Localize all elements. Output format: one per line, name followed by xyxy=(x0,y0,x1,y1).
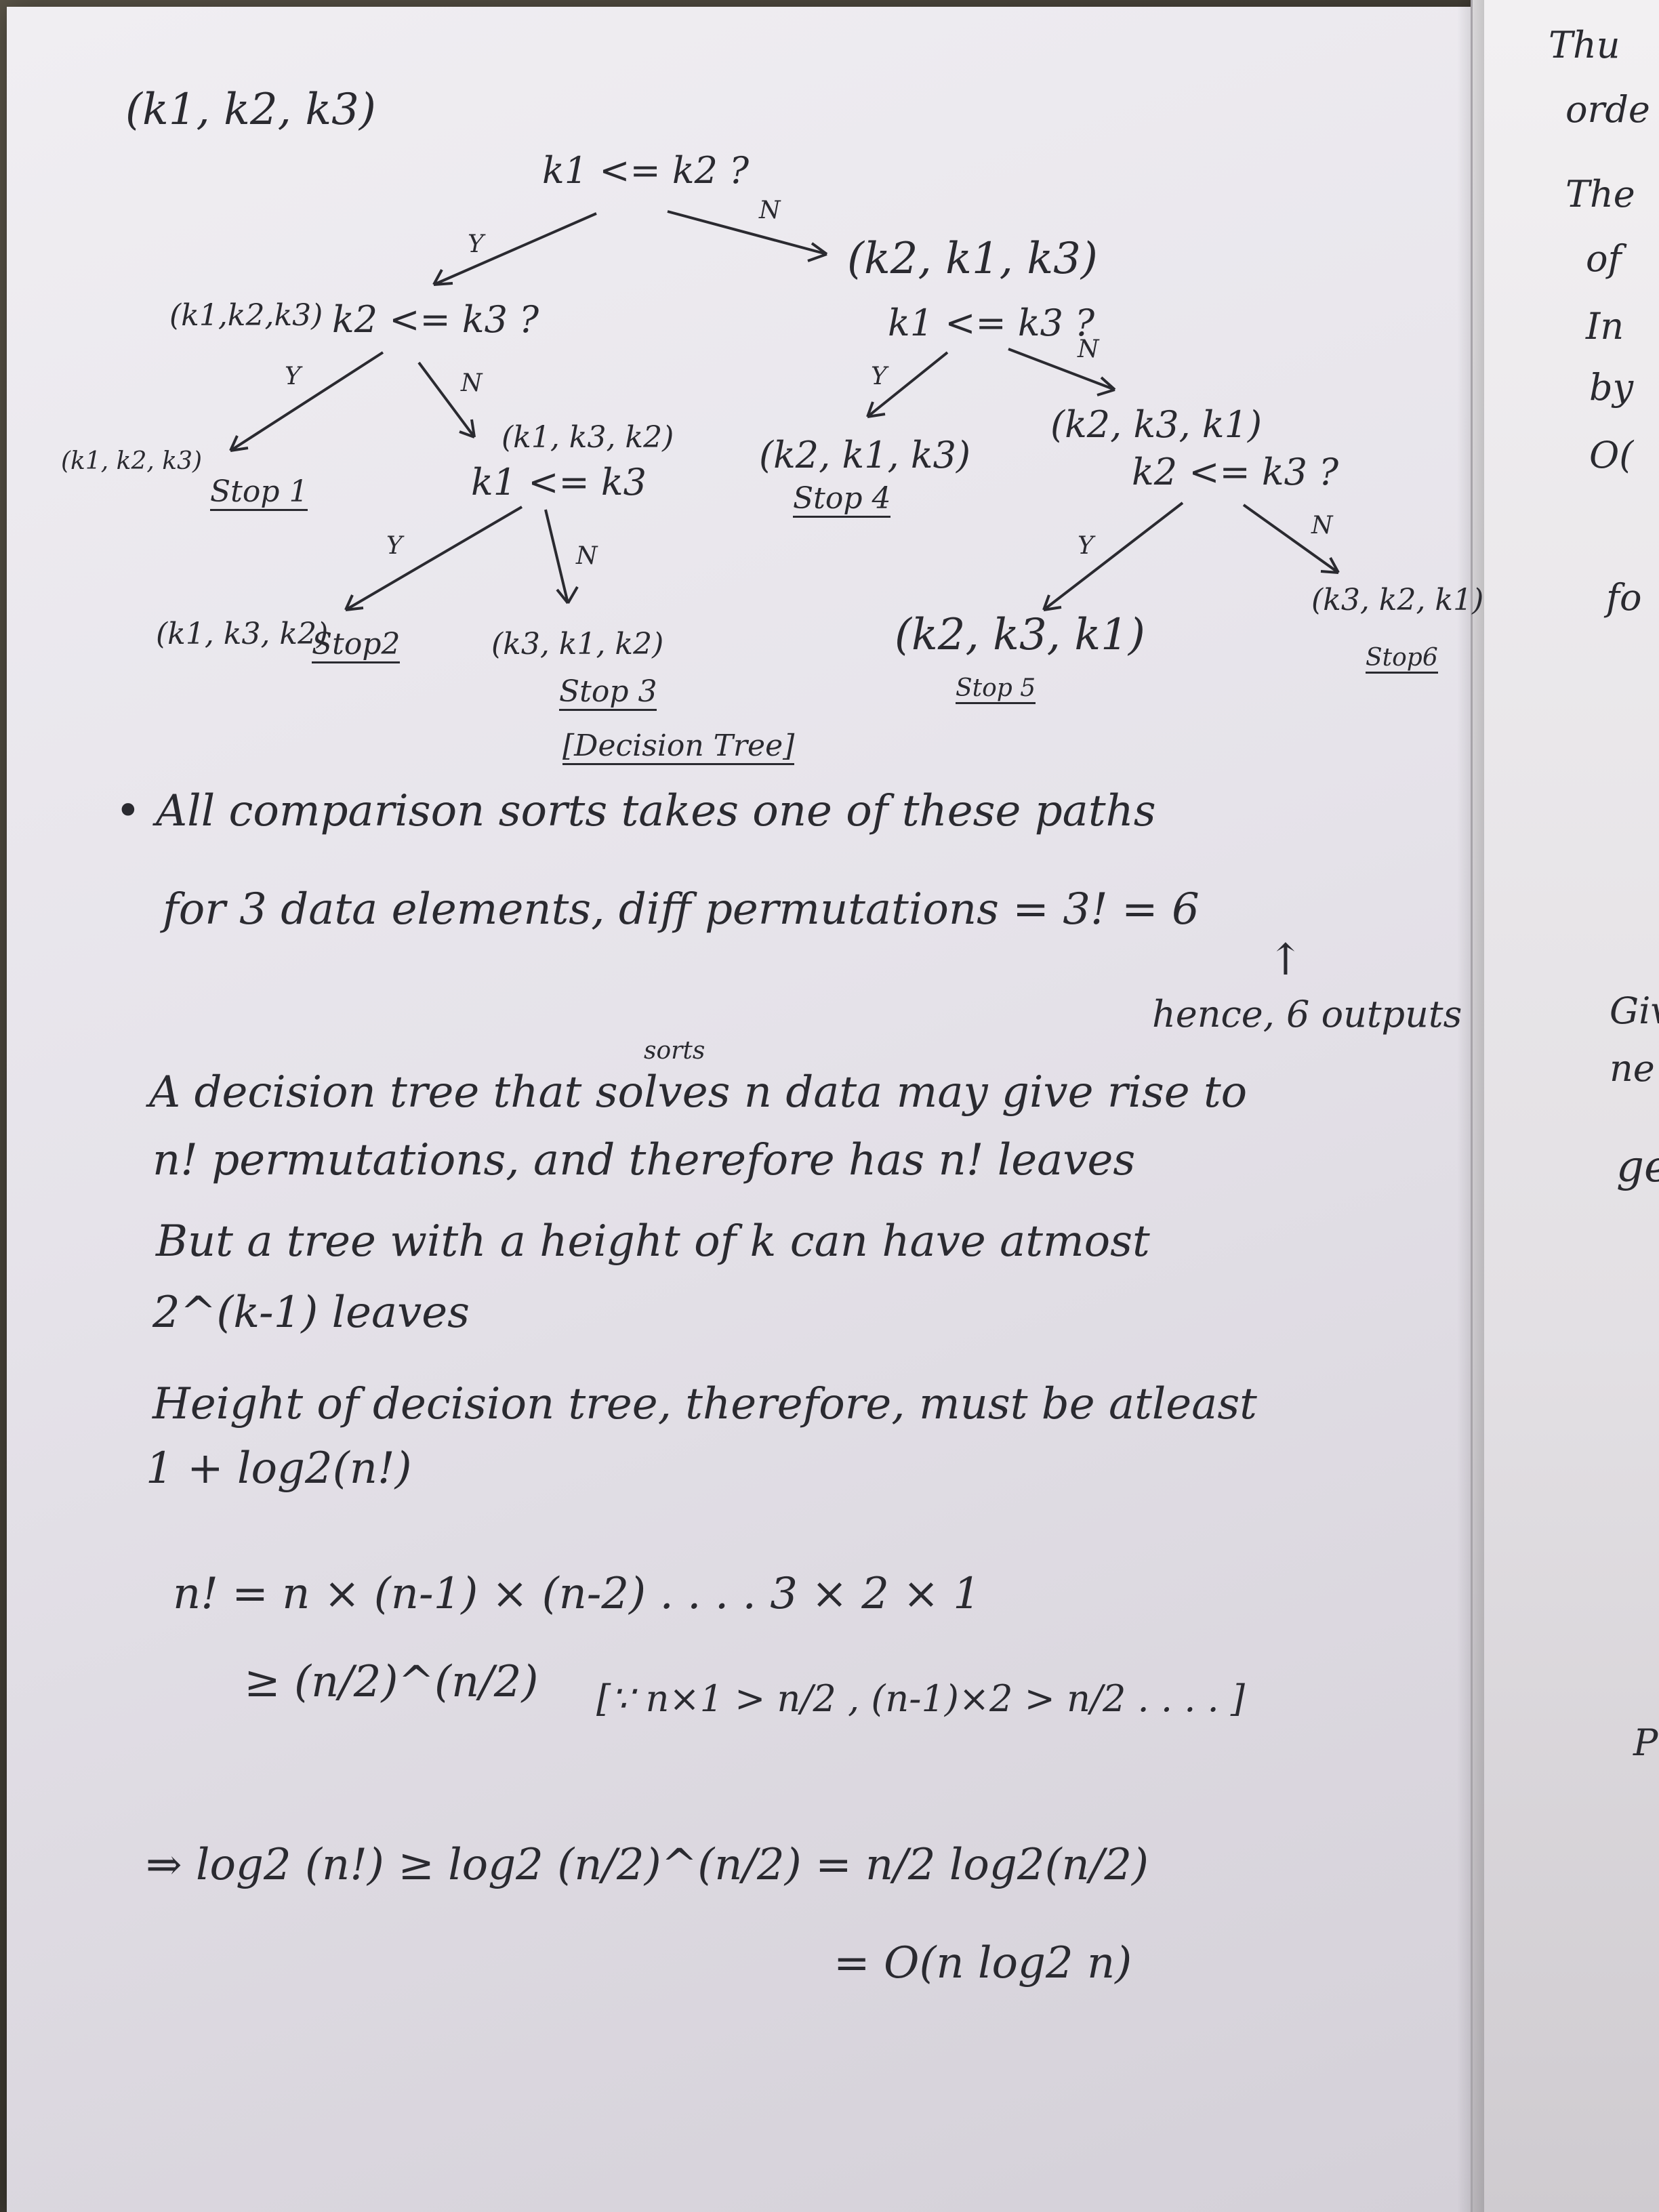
bullet-dot: • xyxy=(115,786,141,836)
edge-label-yes: Y xyxy=(468,230,484,258)
tree-lr-question: k1 <= k3 xyxy=(471,461,647,504)
tree-right-question: k1 <= k3 ? xyxy=(888,302,1095,344)
edge-label-yes: Y xyxy=(1078,532,1094,560)
tree-lrr-state: (k3, k1, k2) xyxy=(491,627,664,661)
math-log-inequality: ⇒ log2 (n!) ≥ log2 (n/2)^(n/2) = n/2 log… xyxy=(146,1840,1149,1890)
tree-lrl-stop: Stop2 xyxy=(312,627,401,663)
tree-left-state: (k1,k2,k3) xyxy=(169,298,323,333)
edge-label-no: N xyxy=(576,542,598,570)
note-permutations: for 3 data elements, diff permutations =… xyxy=(163,884,1200,935)
right-page-fragment: by xyxy=(1589,366,1634,409)
right-page-fragment: Giv xyxy=(1610,989,1659,1032)
edge-label-no: N xyxy=(1311,512,1333,539)
right-page-fragment: The xyxy=(1565,173,1635,216)
note-bullet: All comparison sorts takes one of these … xyxy=(156,786,1156,836)
edge-left-ll xyxy=(229,351,384,452)
edge-root-left xyxy=(432,212,597,286)
right-page-fragment: ge xyxy=(1616,1142,1659,1192)
tree-rl-stop: Stop 4 xyxy=(793,481,891,518)
math-factorial-expansion: n! = n × (n-1) × (n-2) . . . . 3 × 2 × 1 xyxy=(173,1569,981,1619)
edge-right-rr xyxy=(1008,348,1116,396)
math-big-o-result: = O(n log2 n) xyxy=(834,1938,1132,1988)
right-page-fragment: In xyxy=(1586,305,1624,348)
edge-rr-rrl xyxy=(1042,501,1184,611)
right-page-fragment: Thu xyxy=(1549,24,1620,66)
notebook-page-right xyxy=(1471,0,1659,2212)
math-lower-bound: ≥ (n/2)^(n/2) xyxy=(244,1657,539,1707)
tree-lr-state: (k1, k3, k2) xyxy=(501,420,674,455)
right-page-fragment: P xyxy=(1633,1721,1658,1764)
tree-right-state: (k2, k1, k3) xyxy=(847,234,1098,284)
math-reason: [∵ n×1 > n/2 , (n-1)×2 > n/2 . . . . ] xyxy=(596,1677,1245,1720)
edge-rr-rrr xyxy=(1242,504,1340,574)
tree-lrr-stop: Stop 3 xyxy=(559,674,657,711)
tree-caption: [Decision Tree] xyxy=(562,729,795,765)
edge-label-yes: Y xyxy=(871,363,887,390)
edge-left-lr xyxy=(417,361,476,438)
right-page-fragment: fo xyxy=(1606,576,1642,619)
tree-rrl-stop: Stop 5 xyxy=(956,674,1036,704)
note-para3-line1: Height of decision tree, therefore, must… xyxy=(152,1379,1257,1429)
tree-input-label: (k1, k2, k3) xyxy=(125,85,376,135)
tree-root-question: k1 <= k2 ? xyxy=(542,149,750,192)
note-para2-line2: 2^(k-1) leaves xyxy=(152,1288,470,1338)
tree-rrl-state: (k2, k3, k1) xyxy=(895,610,1145,660)
edge-right-rl xyxy=(866,351,949,418)
edge-label-yes: Y xyxy=(386,532,403,560)
tree-rr-state: (k2, k3, k1) xyxy=(1050,403,1263,446)
right-page-fragment: O( xyxy=(1589,434,1634,476)
edge-label-yes: Y xyxy=(285,363,301,390)
edge-label-no: N xyxy=(759,197,781,224)
edge-lr-lrl xyxy=(344,506,523,611)
right-page-fragment: of xyxy=(1586,237,1622,280)
tree-left-question: k2 <= k3 ? xyxy=(332,298,539,341)
right-page-fragment: orde xyxy=(1565,88,1650,131)
right-page-fragment: ne xyxy=(1610,1047,1655,1090)
tree-ll-state: (k1, k2, k3) xyxy=(61,447,203,475)
note-para3-line2: 1 + log2(n!) xyxy=(146,1443,412,1494)
tree-rrr-stop: Stop6 xyxy=(1366,644,1438,674)
tree-rl-state: (k2, k1, k3) xyxy=(759,434,971,476)
note-hence: hence, 6 outputs xyxy=(1152,993,1462,1036)
note-sorts-insert: sorts xyxy=(644,1037,705,1065)
edge-root-right xyxy=(667,210,828,262)
tree-rr-question: k2 <= k3 ? xyxy=(1132,451,1339,493)
edge-lr-lrr xyxy=(544,509,579,605)
page-gutter-shadow xyxy=(1457,0,1484,2212)
tree-rrr-state: (k3, k2, k1) xyxy=(1311,583,1484,617)
note-para1-line1: A decision tree that solves n data may g… xyxy=(149,1067,1248,1118)
tree-ll-stop: Stop 1 xyxy=(210,474,308,511)
note-para1-line2: n! permutations, and therefore has n! le… xyxy=(152,1135,1136,1185)
arrow-up: ↑ xyxy=(1267,935,1304,985)
tree-lrl-state: (k1, k3, k2) xyxy=(156,617,329,651)
note-para2-line1: But a tree with a height of k can have a… xyxy=(156,1216,1150,1267)
edge-label-no: N xyxy=(1078,335,1099,363)
edge-label-no: N xyxy=(461,369,483,397)
notebook-page-left xyxy=(7,7,1504,2212)
